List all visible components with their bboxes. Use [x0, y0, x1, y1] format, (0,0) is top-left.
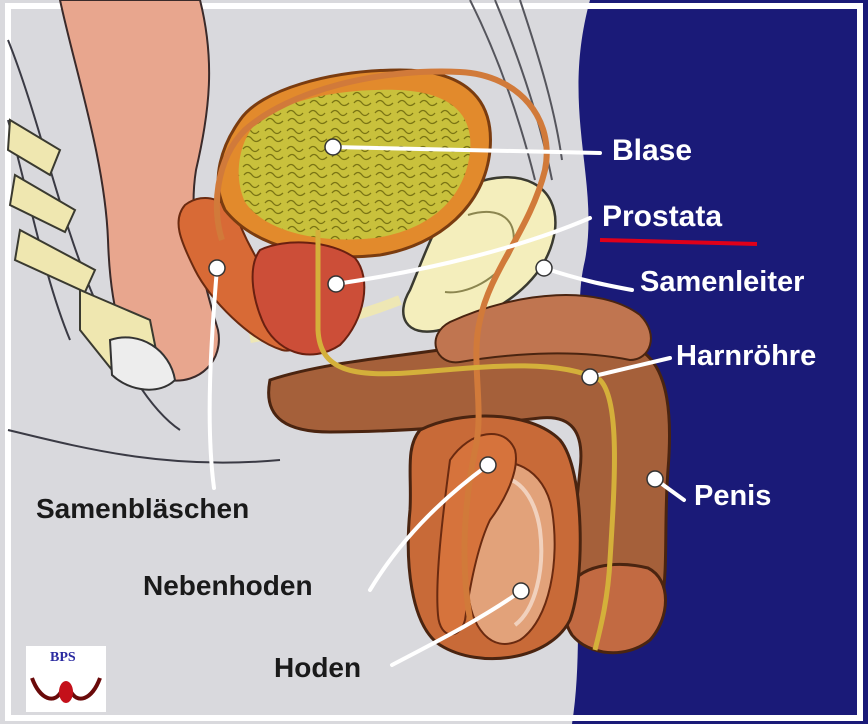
label-prostata: Prostata: [602, 200, 722, 234]
label-harnroehre: Harnröhre: [676, 340, 816, 373]
label-penis: Penis: [694, 480, 771, 513]
label-hoden: Hoden: [274, 652, 361, 684]
label-samenleiter: Samenleiter: [640, 266, 804, 299]
label-blase: Blase: [612, 134, 692, 168]
label-nebenhoden: Nebenhoden: [143, 570, 313, 602]
label-samenblaeschen: Samenbläschen: [36, 493, 249, 525]
logo-text: BPS: [50, 650, 76, 666]
